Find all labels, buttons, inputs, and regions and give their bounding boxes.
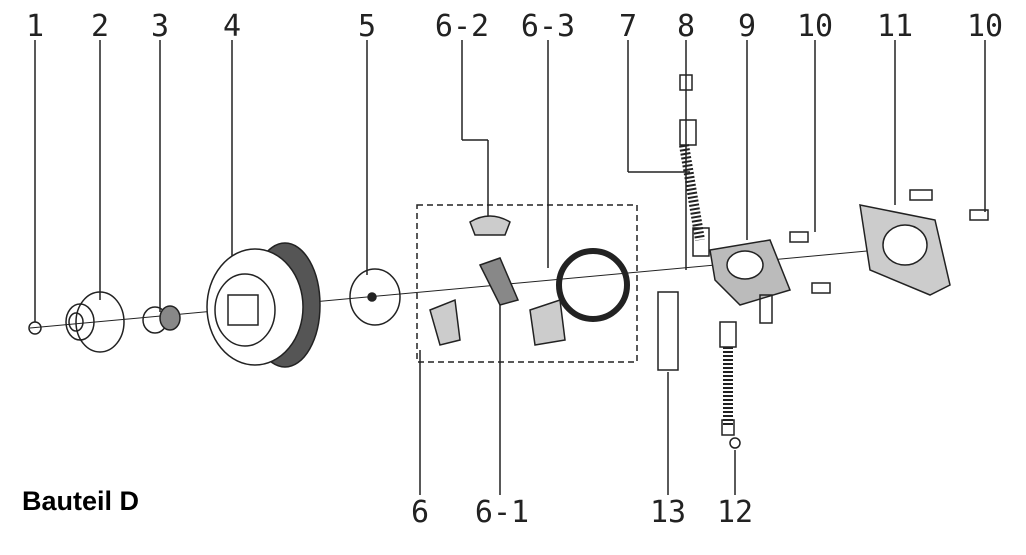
assembly-group-box xyxy=(416,204,638,363)
part-label: 6-1 xyxy=(475,495,529,530)
part-label: 10 xyxy=(967,9,1003,44)
part-label: 10 xyxy=(797,9,833,44)
bottom-part-labels: 6 6-1 13 12 xyxy=(411,495,753,530)
part-label: 6 xyxy=(411,495,429,530)
part-label: 2 xyxy=(91,9,109,44)
part-13-pin xyxy=(657,291,679,371)
part-label: 6-2 xyxy=(435,9,489,44)
part-label: 11 xyxy=(877,9,913,44)
part-label: 8 xyxy=(677,9,695,44)
part-label: 9 xyxy=(738,9,756,44)
part-label: 4 xyxy=(223,9,241,44)
part-label: 7 xyxy=(619,9,637,44)
part-9-oil-pump xyxy=(709,239,792,436)
part-2-bushing xyxy=(65,291,125,353)
diagram-caption: Bauteil D xyxy=(22,486,140,516)
part-8-screw xyxy=(679,74,693,91)
part-6-clutch xyxy=(429,215,566,346)
part-4-clutch-drum xyxy=(206,242,321,368)
part-3-bearing xyxy=(142,305,181,334)
part-1-washer xyxy=(28,321,42,335)
part-10-screw-b xyxy=(811,282,831,294)
part-label: 6-3 xyxy=(521,9,575,44)
top-part-labels: 1 2 3 4 5 6-2 6-3 7 8 9 10 11 10 xyxy=(26,9,1003,44)
part-11-cover-plate xyxy=(859,189,989,296)
part-7-oil-hose xyxy=(679,119,710,257)
part-label: 1 xyxy=(26,9,44,44)
part-6-3-spring-ring xyxy=(556,248,630,322)
part-label: 12 xyxy=(717,495,753,530)
part-label: 3 xyxy=(151,9,169,44)
part-label: 13 xyxy=(650,495,686,530)
leader-lines xyxy=(29,40,986,495)
part-5-washer xyxy=(349,268,401,326)
part-12-washer xyxy=(729,437,741,449)
part-label: 5 xyxy=(358,9,376,44)
part-10-screw xyxy=(789,231,809,243)
